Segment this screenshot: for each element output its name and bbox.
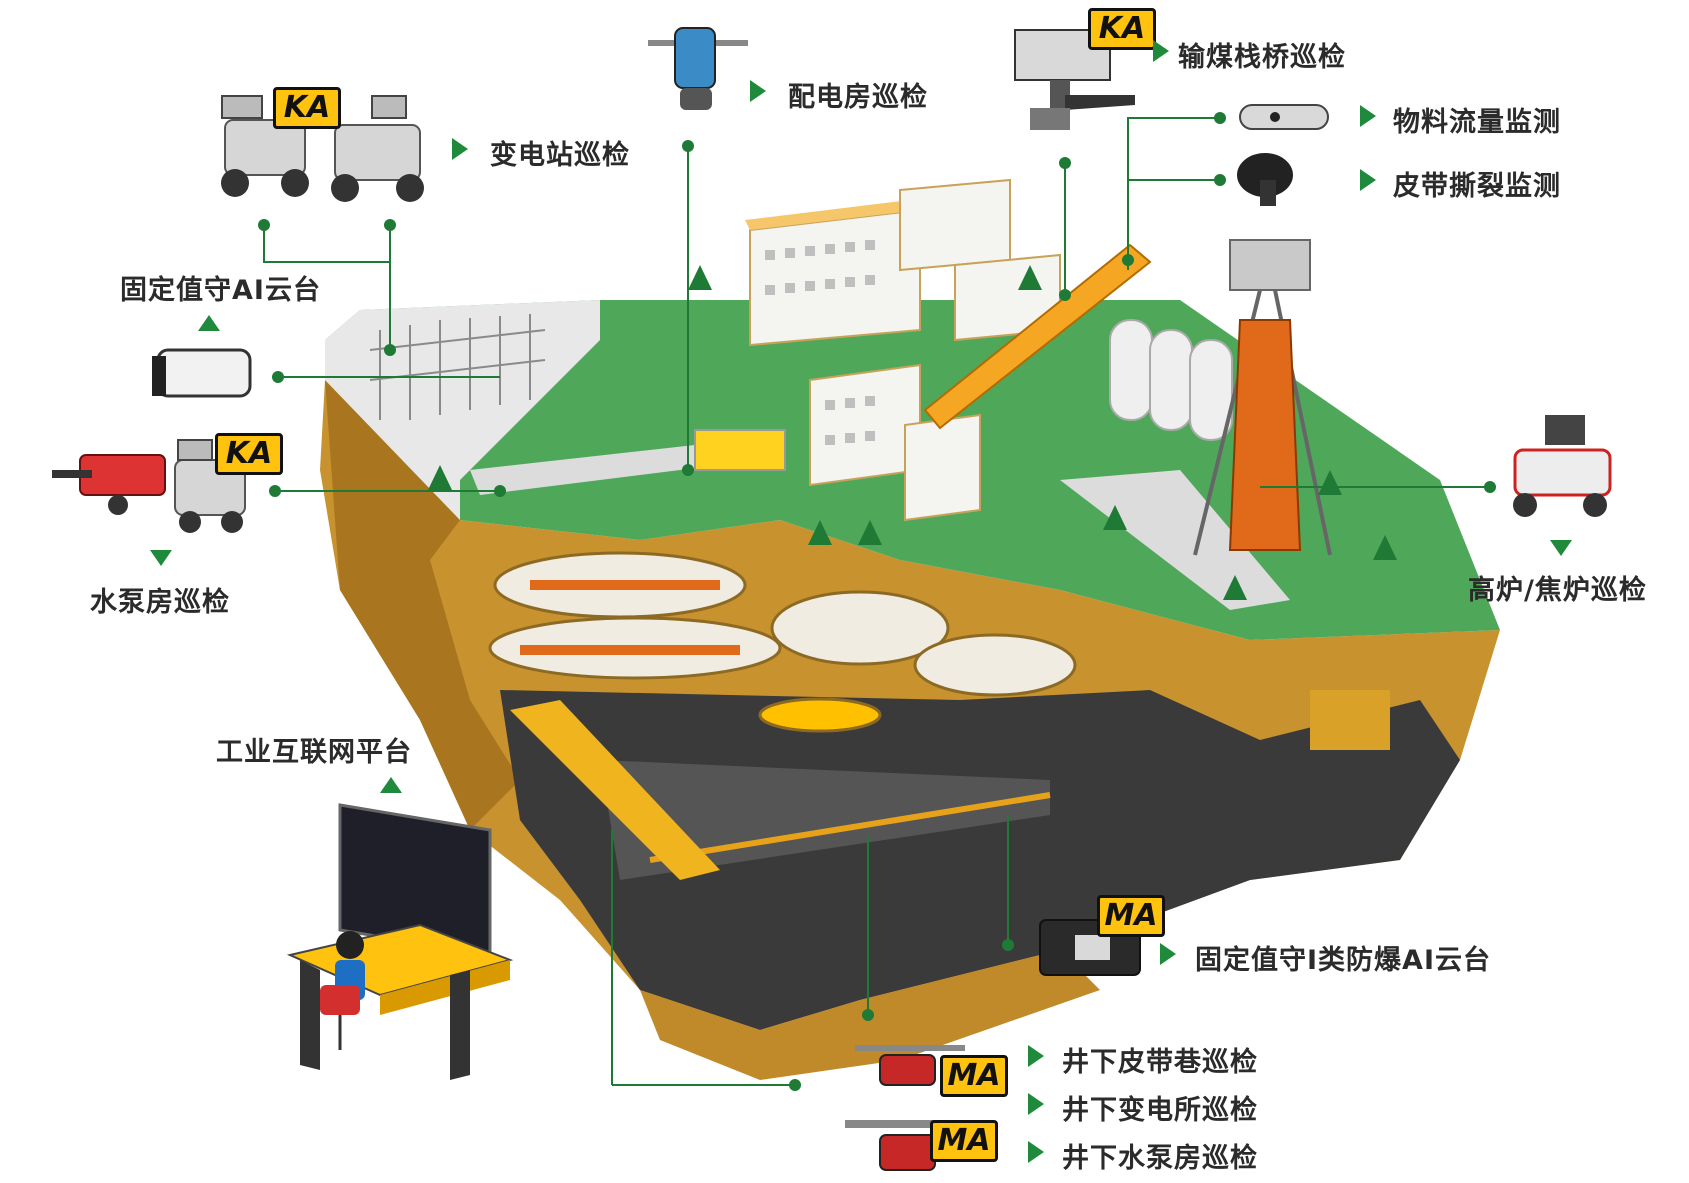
label-underground-belt: 井下皮带巷巡检 bbox=[1062, 1047, 1258, 1078]
flow-sensor-icon bbox=[1239, 104, 1329, 130]
arrow-down-icon bbox=[150, 550, 172, 566]
label-material-flow: 物料流量监测 bbox=[1393, 107, 1561, 138]
label-explosion-proof-ptz: 固定值守I类防爆AI云台 bbox=[1195, 945, 1491, 976]
soil-shadow bbox=[325, 380, 520, 830]
belt-conveyor bbox=[649, 792, 1051, 863]
office-building-2 bbox=[899, 178, 1011, 272]
arrow-right-icon bbox=[1360, 105, 1376, 127]
roof-1 bbox=[745, 200, 920, 230]
connector-dots bbox=[258, 112, 1496, 1091]
silos bbox=[1109, 319, 1233, 441]
label-fixed-ai-ptz: 固定值守AI云台 bbox=[120, 275, 321, 306]
label-iiot-platform: 工业互联网平台 bbox=[216, 737, 412, 768]
road-2 bbox=[1060, 470, 1290, 610]
surface-plateau bbox=[325, 178, 1500, 640]
wheeled-robot-icon bbox=[52, 439, 246, 533]
arrow-up-icon bbox=[198, 315, 220, 331]
ma-badge: MA bbox=[940, 1055, 1008, 1097]
office-building-5 bbox=[904, 413, 981, 522]
windows bbox=[765, 240, 875, 445]
ptz-camera-icon bbox=[152, 348, 252, 398]
arrow-right-icon bbox=[1028, 1141, 1044, 1163]
terrain-block bbox=[320, 380, 1500, 1080]
roadway-support bbox=[1310, 690, 1390, 750]
wheeled-robot-icon bbox=[221, 95, 309, 197]
arrow-right-icon bbox=[1160, 943, 1176, 965]
label-underground-pump: 井下水泵房巡检 bbox=[1062, 1143, 1258, 1174]
water-sump bbox=[758, 697, 882, 733]
arrow-right-icon bbox=[1028, 1045, 1044, 1067]
arrow-up-icon bbox=[380, 777, 402, 793]
rail-robot-icon bbox=[648, 27, 748, 110]
label-underground-substation: 井下变电所巡检 bbox=[1062, 1095, 1258, 1126]
inclined-shaft bbox=[510, 700, 720, 880]
label-coal-trestle: 输煤栈桥巡检 bbox=[1178, 42, 1346, 73]
arrow-right-icon bbox=[750, 80, 766, 102]
equipment-row-1 bbox=[530, 580, 720, 590]
label-pump-room: 水泵房巡检 bbox=[90, 587, 230, 618]
control-workstation-icon bbox=[286, 803, 514, 1080]
office-building-1 bbox=[749, 208, 921, 347]
wheeled-robot-icon bbox=[331, 95, 424, 202]
ka-badge: KA bbox=[215, 433, 283, 475]
office-building-4 bbox=[809, 363, 921, 487]
belt-tear-camera-icon bbox=[1237, 153, 1293, 206]
ma-badge: MA bbox=[930, 1120, 998, 1162]
label-blast-furnace: 高炉/焦炉巡检 bbox=[1468, 575, 1647, 606]
ma-badge: MA bbox=[1097, 895, 1165, 937]
label-power-room: 配电房巡检 bbox=[788, 82, 928, 113]
cavern-3 bbox=[770, 590, 950, 666]
arrow-right-icon bbox=[1028, 1093, 1044, 1115]
ka-badge: KA bbox=[273, 87, 341, 129]
label-belt-tear: 皮带撕裂监测 bbox=[1393, 171, 1561, 202]
ptz-camera-icon bbox=[1014, 29, 1135, 130]
arrow-right-icon bbox=[1360, 169, 1376, 191]
headframe-tower bbox=[1193, 239, 1332, 556]
pool bbox=[694, 429, 786, 471]
substation-yard bbox=[325, 300, 600, 520]
label-substation: 变电站巡检 bbox=[490, 140, 630, 171]
arrow-right-icon bbox=[1153, 40, 1169, 62]
equipment-row-2 bbox=[520, 645, 740, 655]
wheeled-robot-icon bbox=[1513, 415, 1612, 517]
ka-badge: KA bbox=[1088, 8, 1156, 50]
coal-trestle-bridge bbox=[923, 243, 1152, 430]
arrow-right-icon bbox=[452, 138, 468, 160]
arrow-down-icon bbox=[1550, 540, 1572, 556]
cavern-4 bbox=[913, 633, 1077, 697]
trees bbox=[428, 265, 1397, 600]
rail-robot-icon bbox=[855, 1045, 965, 1086]
connector-lines bbox=[263, 117, 1490, 1086]
